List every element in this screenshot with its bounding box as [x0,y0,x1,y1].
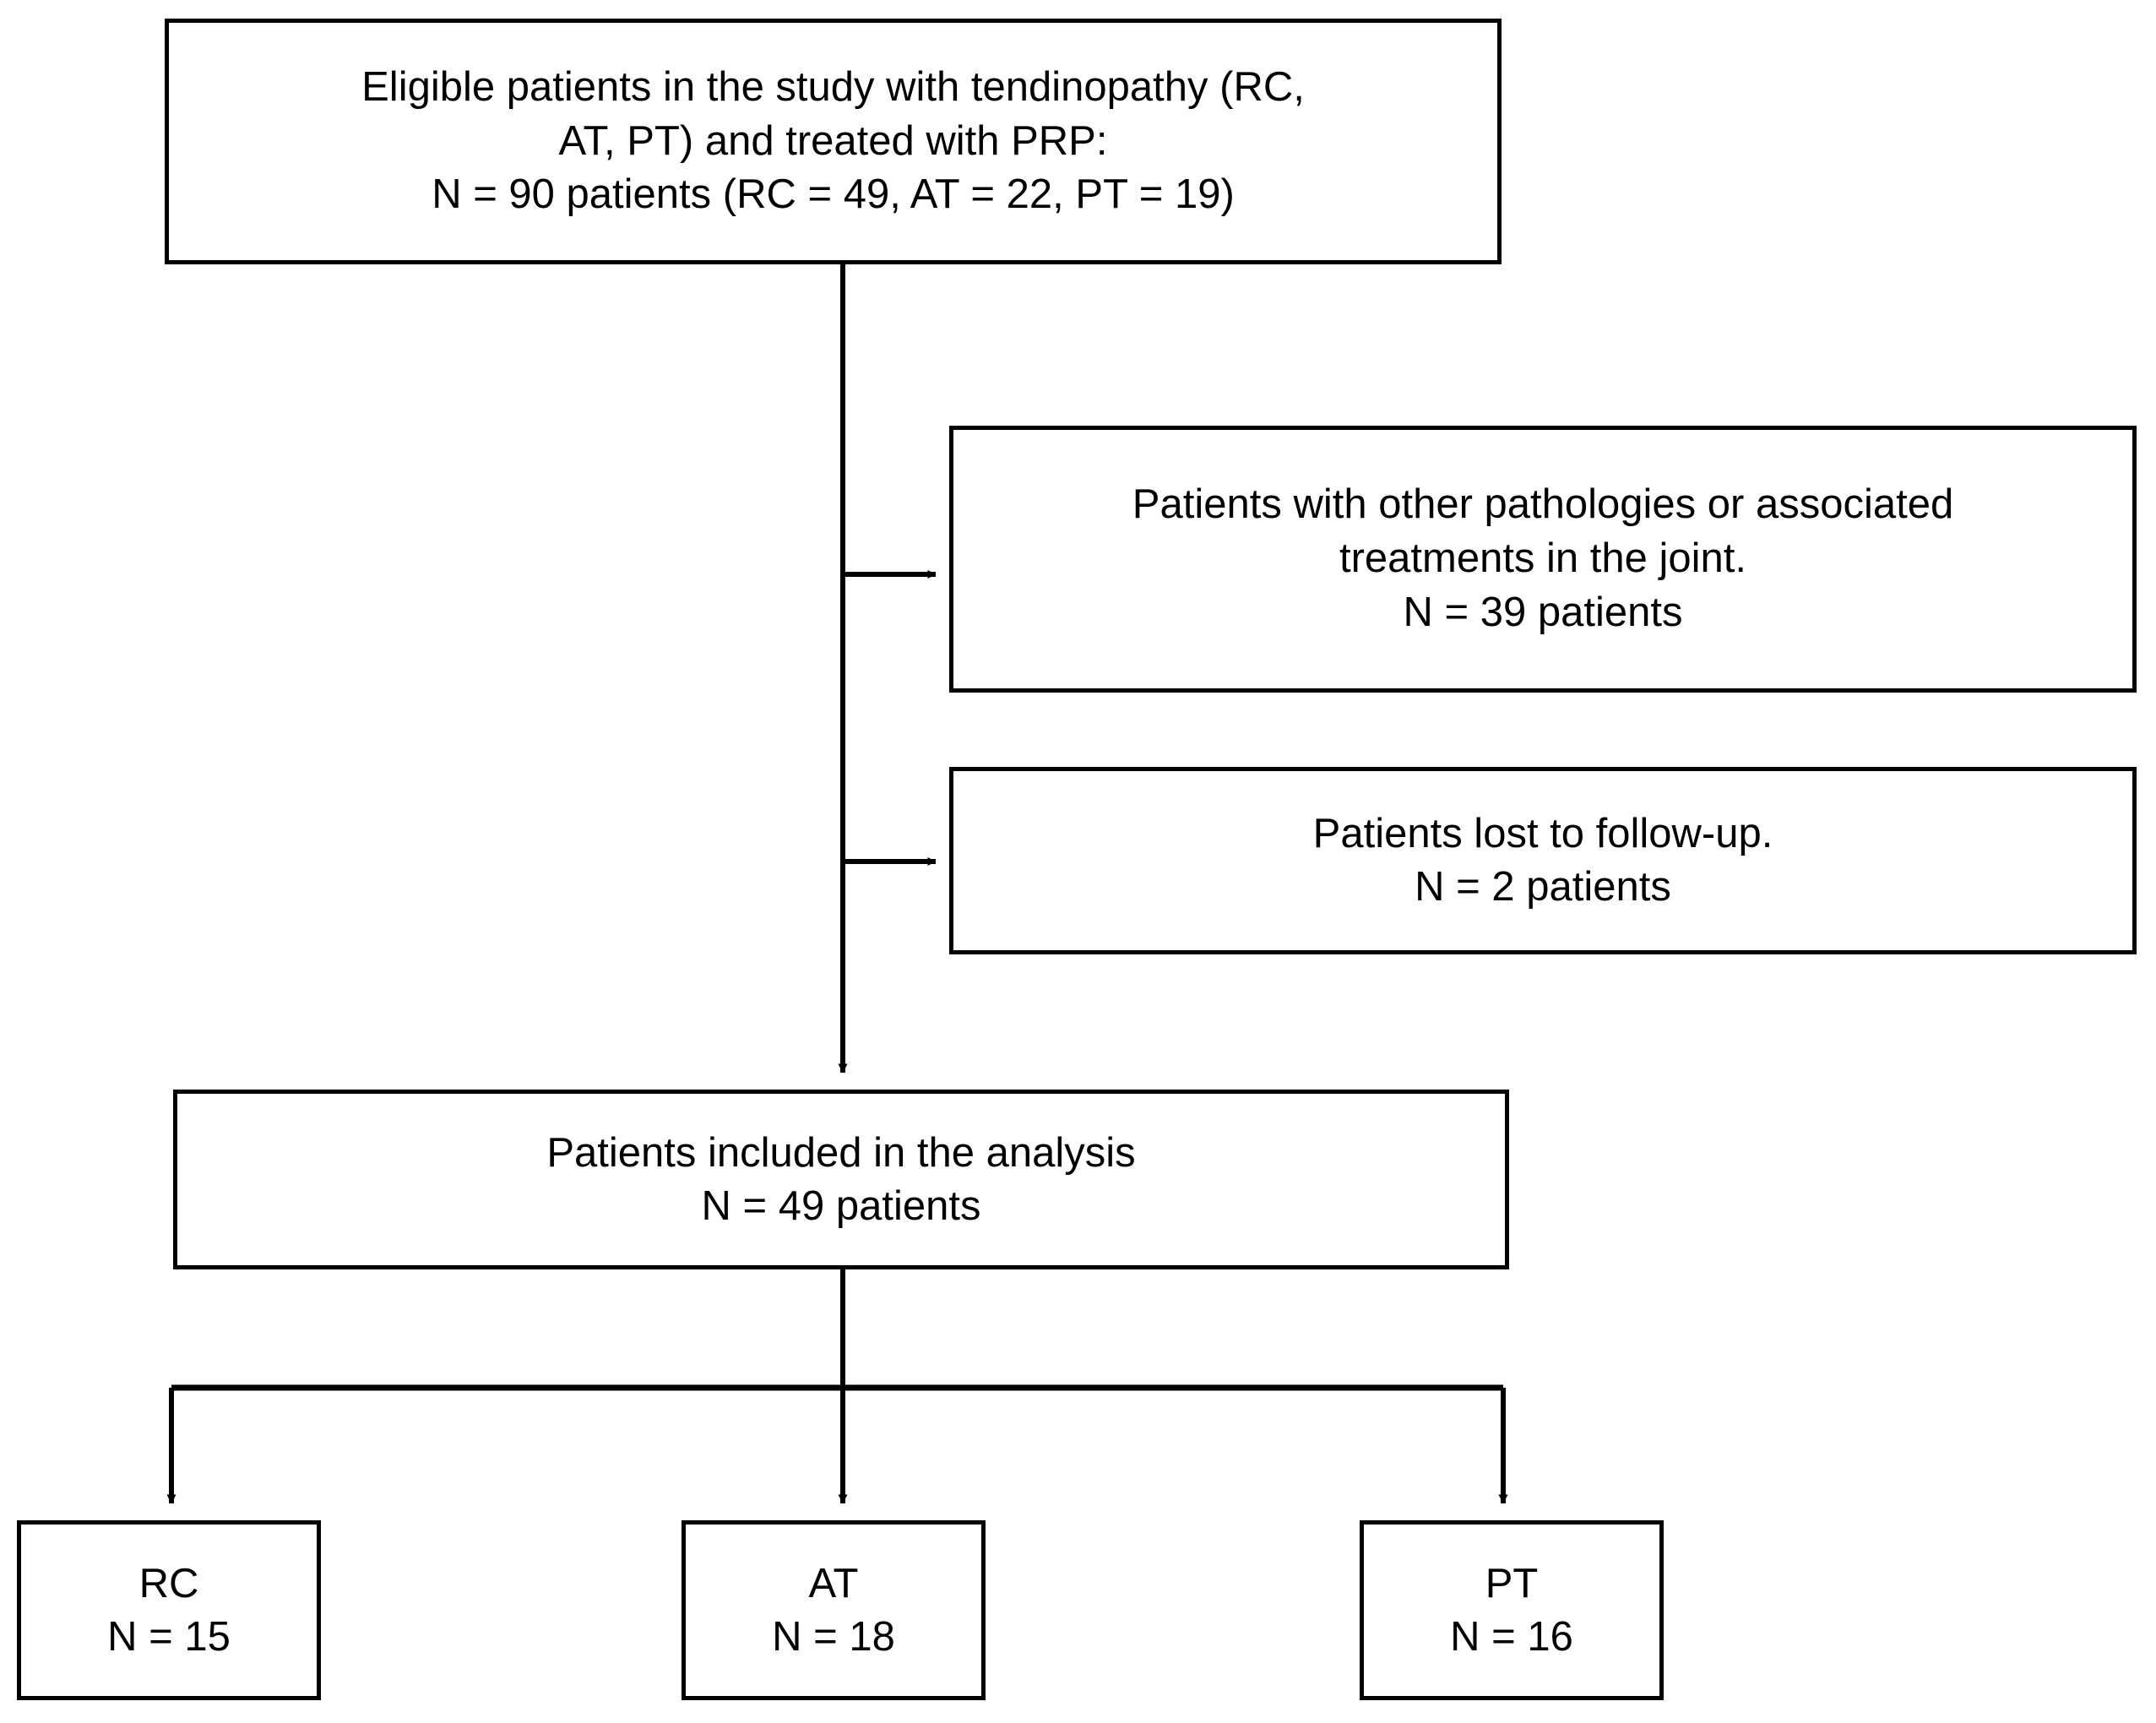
node-group-rc-count: N = 15 [107,1613,231,1660]
node-excluded-pathologies-line-1: Patients with other pathologies or assoc… [1132,481,1954,528]
node-included-line-2: N = 49 patients [701,1182,981,1229]
node-excluded-other-pathologies: Patients with other pathologies or assoc… [949,426,2137,693]
node-group-at: AT N = 18 [682,1520,986,1700]
node-group-pt: PT N = 16 [1360,1520,1664,1700]
node-eligible-line-3: N = 90 patients (RC = 49, AT = 22, PT = … [432,171,1235,218]
node-group-rc-label: RC [138,1560,199,1606]
node-group-pt-count: N = 16 [1450,1613,1573,1660]
node-excluded-pathologies-line-3: N = 39 patients [1403,589,1683,635]
node-group-rc: RC N = 15 [17,1520,321,1700]
node-eligible-line-2: AT, PT) and treated with PRP: [558,117,1108,164]
node-excluded-lost-to-followup: Patients lost to follow-up. N = 2 patien… [949,767,2137,954]
node-group-at-label: AT [808,1560,859,1606]
node-excluded-pathologies-line-2: treatments in the joint. [1339,535,1747,582]
node-group-at-count: N = 18 [772,1613,895,1660]
node-excluded-followup-line-2: N = 2 patients [1415,864,1671,910]
node-eligible-patients: Eligible patients in the study with tend… [165,19,1502,264]
node-included-in-analysis: Patients included in the analysis N = 49… [173,1090,1509,1269]
node-eligible-line-1: Eligible patients in the study with tend… [361,63,1305,110]
node-included-line-1: Patients included in the analysis [546,1129,1136,1176]
node-group-pt-label: PT [1485,1560,1539,1606]
node-excluded-followup-line-1: Patients lost to follow-up. [1312,811,1773,857]
